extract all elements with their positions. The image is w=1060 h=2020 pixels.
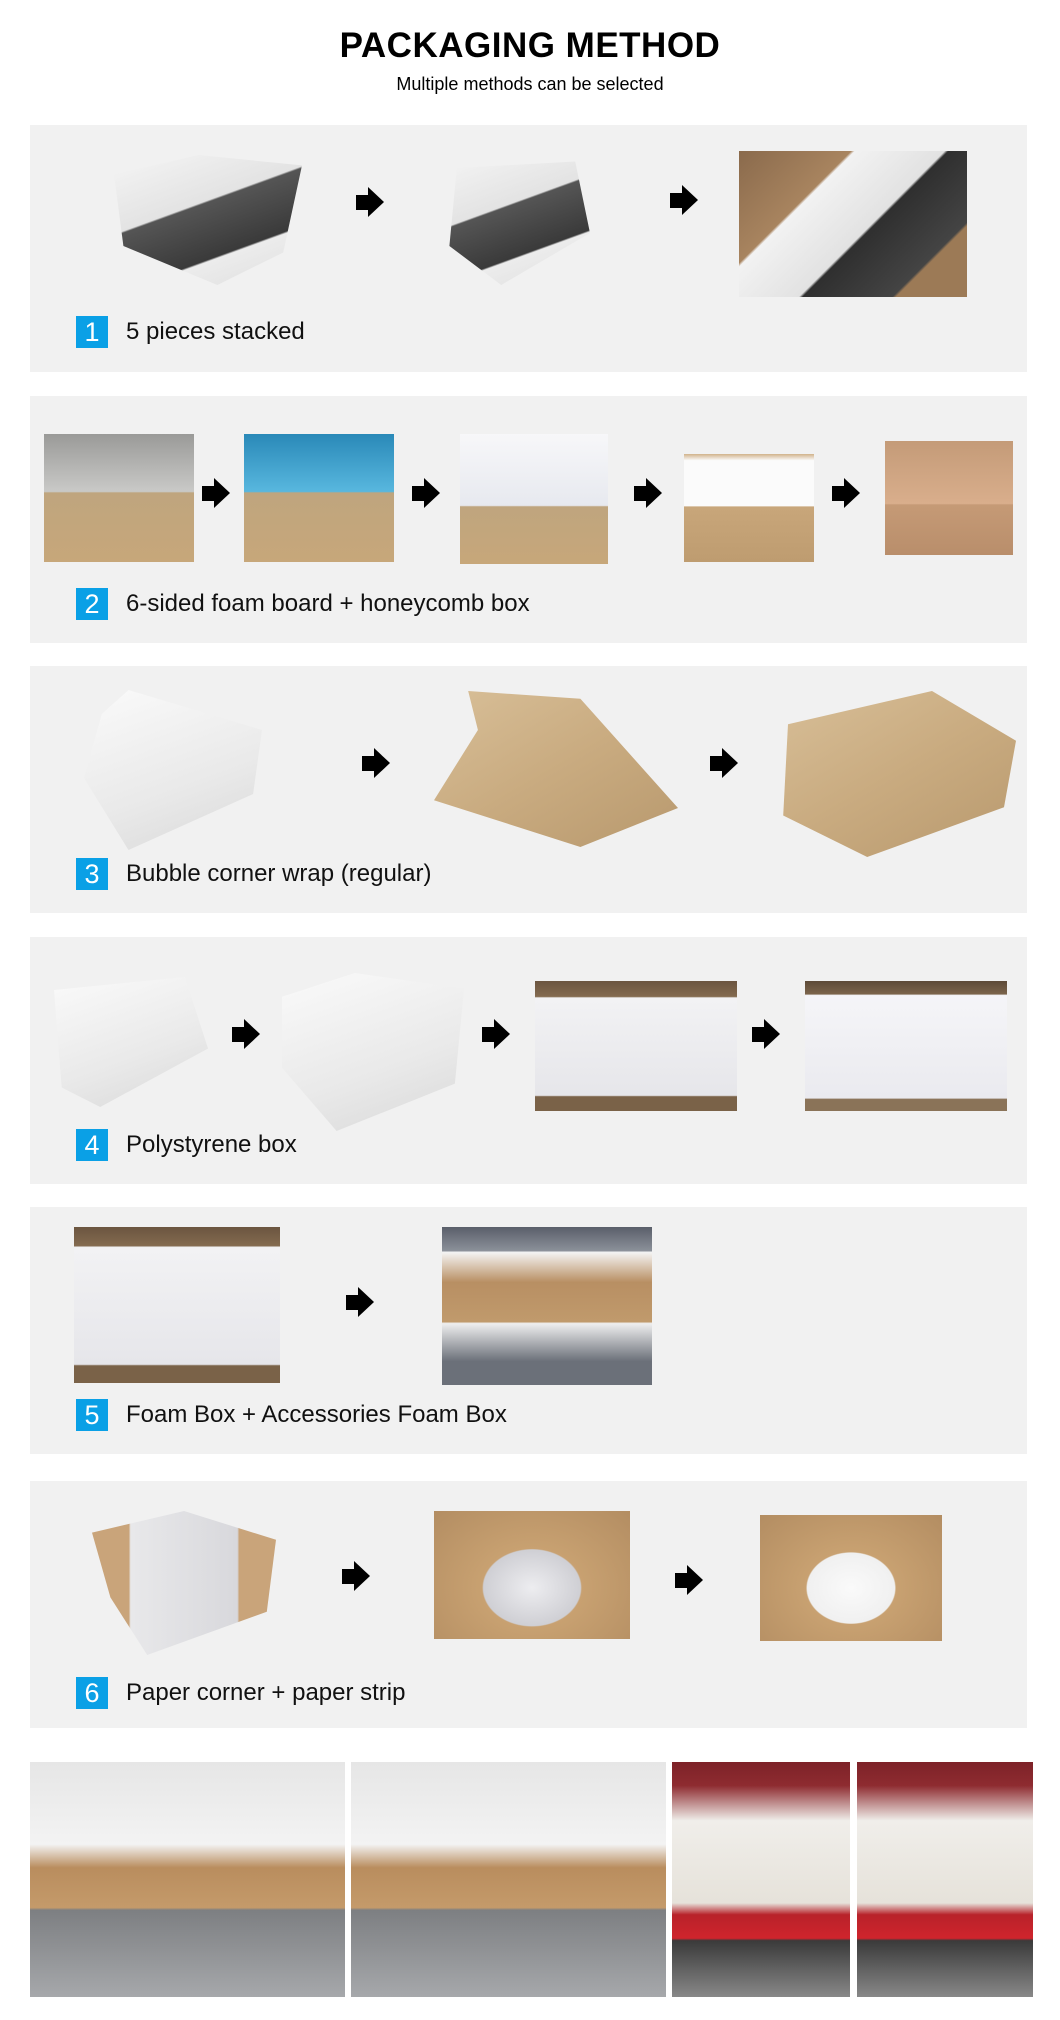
method-number-badge: 6 (76, 1677, 108, 1709)
method-number-badge: 4 (76, 1129, 108, 1161)
step-photo-packed-carton (739, 151, 967, 297)
method-panel-6: 6 Paper corner + paper strip (30, 1481, 1027, 1728)
arrow-right-icon (710, 748, 740, 778)
method-label: Paper corner + paper strip (126, 1679, 406, 1706)
step-photo-accessories-foam (442, 1227, 652, 1385)
method-label: Foam Box + Accessories Foam Box (126, 1401, 507, 1428)
arrow-right-icon (346, 1287, 376, 1317)
step-photo-sealed-carton (783, 691, 1016, 857)
method-panel-2: 2 6-sided foam board + honeycomb box (30, 396, 1027, 643)
arrow-right-icon (362, 748, 392, 778)
step-photo-manual-box (760, 1515, 942, 1641)
gallery-photo-warehouse-aisle (30, 1762, 345, 1997)
arrow-right-icon (356, 187, 386, 217)
step-photo-accessories-carton (74, 1227, 280, 1383)
arrow-right-icon (232, 1019, 262, 1049)
arrow-right-icon (412, 478, 442, 508)
step-photo-foam-lid (684, 454, 814, 562)
method-panel-3: 3 Bubble corner wrap (regular) (30, 666, 1027, 913)
step-photo-bagged (460, 434, 608, 564)
arrow-right-icon (482, 1019, 512, 1049)
step-photo-foam-box (282, 973, 464, 1131)
arrow-right-icon (342, 1561, 372, 1591)
step-photo-steel-sink (44, 434, 194, 562)
method-number-badge: 3 (76, 858, 108, 890)
step-photo-foam-corners (84, 690, 262, 850)
method-number-badge: 1 (76, 316, 108, 348)
method-label: Polystyrene box (126, 1131, 297, 1158)
arrow-right-icon (634, 478, 664, 508)
gallery-photo-container-loaded (857, 1762, 1033, 1997)
arrow-right-icon (752, 1019, 782, 1049)
step-photo-paper-corners (92, 1511, 276, 1655)
step-photo-paper-box (434, 1511, 630, 1639)
step-photo-foam-in-carton (805, 981, 1007, 1111)
method-panel-1: 1 5 pieces stacked (30, 125, 1027, 372)
arrow-right-icon (675, 1565, 705, 1595)
step-photo-film-wrapped (244, 434, 394, 562)
arrow-right-icon (832, 478, 862, 508)
page-title: PACKAGING METHOD (339, 26, 721, 65)
method-number-badge: 5 (76, 1399, 108, 1431)
method-label: Bubble corner wrap (regular) (126, 860, 432, 887)
gallery-photo-warehouse-pallets (351, 1762, 666, 1997)
method-panel-5: 5 Foam Box + Accessories Foam Box (30, 1207, 1027, 1454)
step-photo-foam-frame (114, 155, 302, 285)
arrow-right-icon (670, 185, 700, 215)
page-subtitle: Multiple methods can be selected (396, 74, 664, 94)
step-photo-bagged-in-carton (535, 981, 737, 1111)
step-photo-open-carton (434, 691, 678, 847)
step-photo-product-in-frame (449, 161, 590, 285)
gallery-photo-container-loading (672, 1762, 850, 1997)
arrow-right-icon (202, 478, 232, 508)
method-label: 5 pieces stacked (126, 318, 305, 345)
method-panel-4: 4 Polystyrene box (30, 937, 1027, 1184)
step-photo-foam-base (54, 977, 208, 1107)
step-photo-honeycomb-box (885, 441, 1013, 555)
method-label: 6-sided foam board + honeycomb box (126, 590, 530, 617)
method-number-badge: 2 (76, 588, 108, 620)
